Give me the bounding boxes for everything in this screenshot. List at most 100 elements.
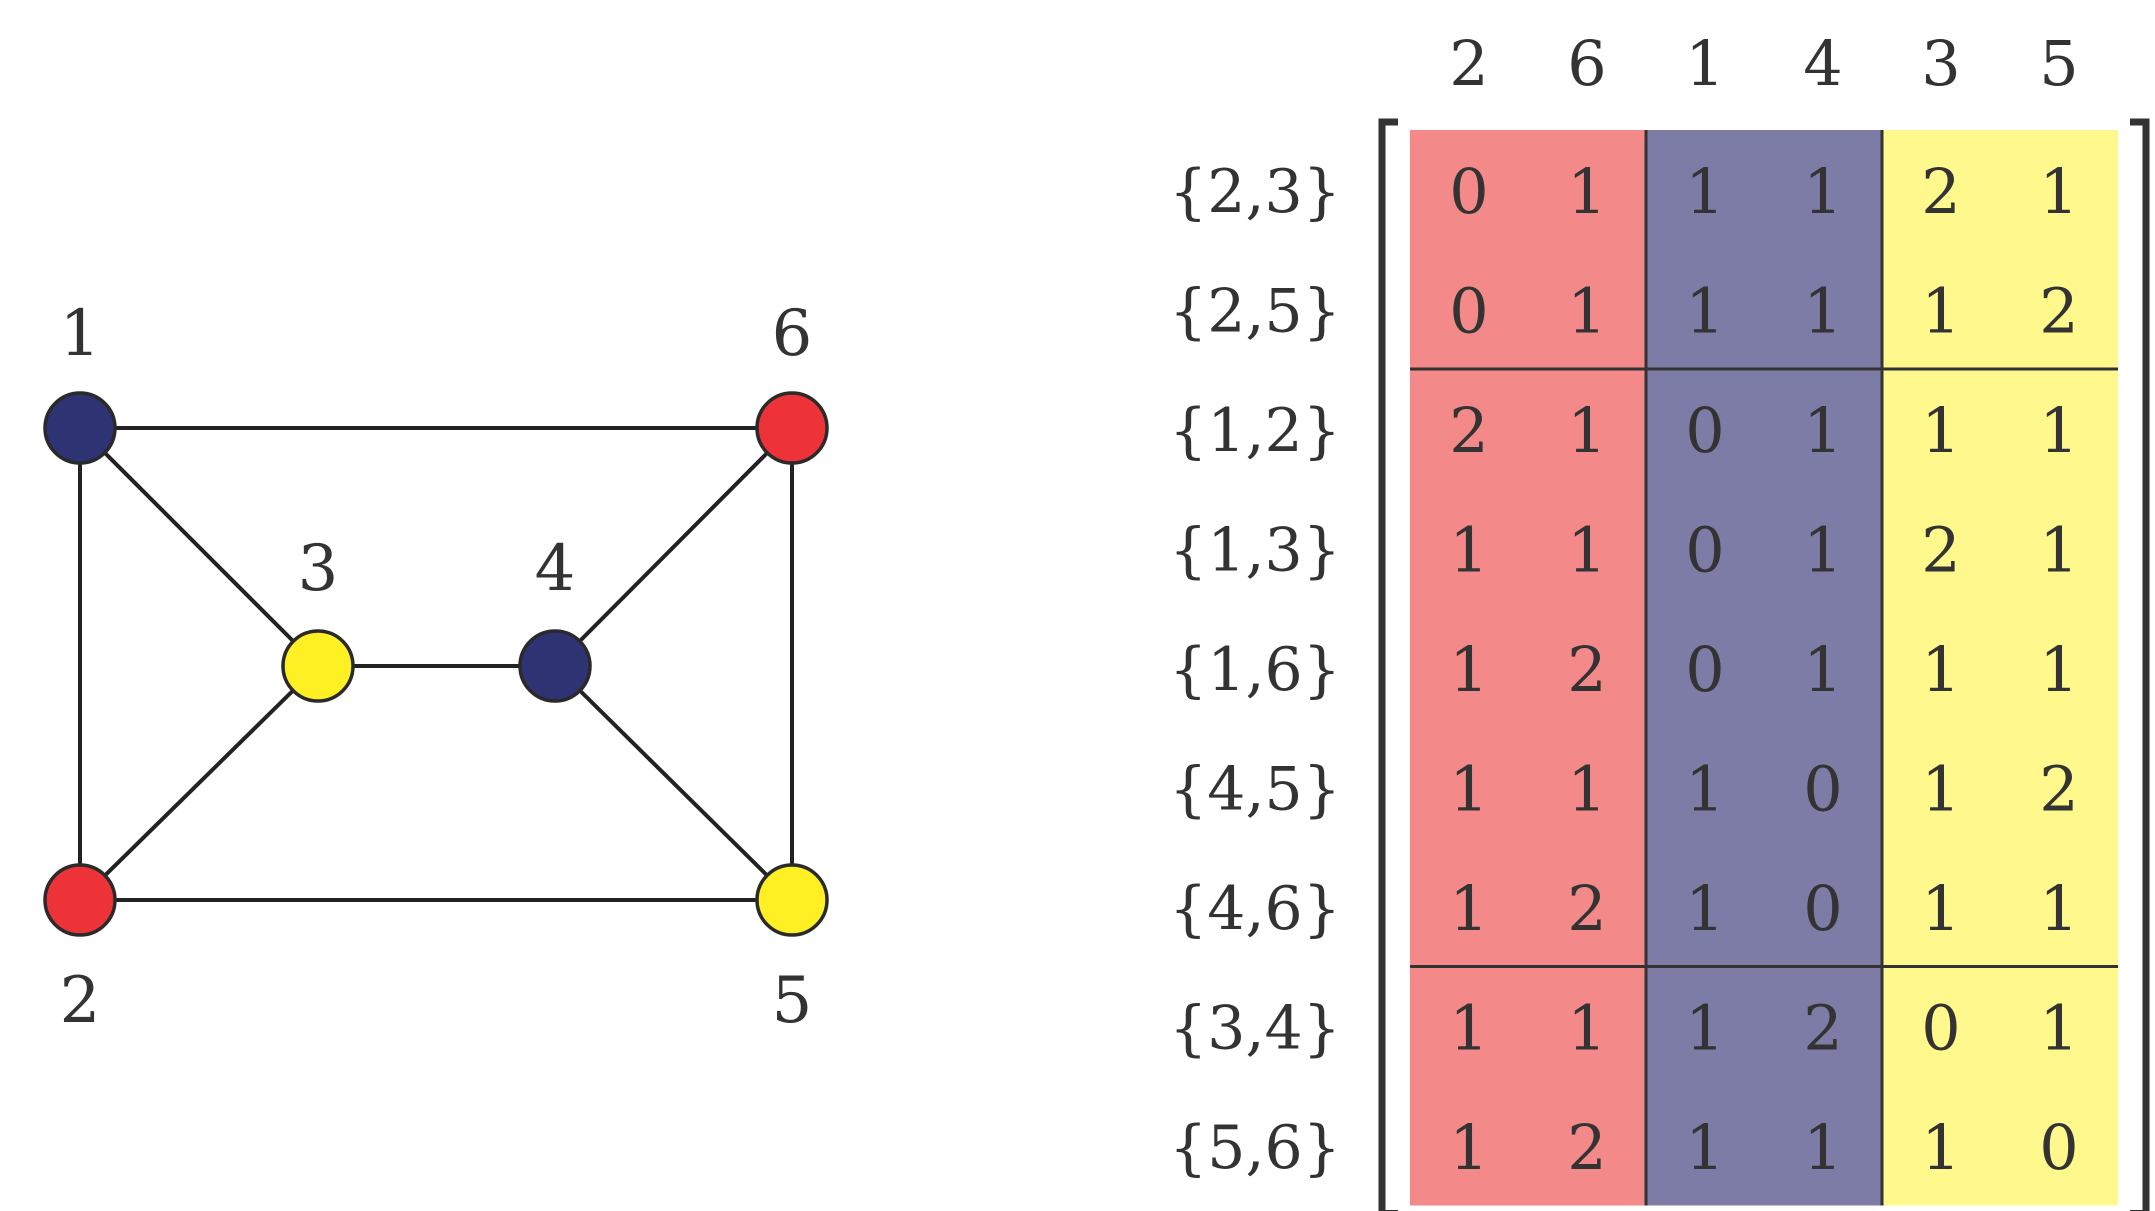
matrix-cell: 1 xyxy=(1685,274,1724,347)
matrix-cell: 0 xyxy=(1921,991,1960,1064)
matrix-cell: 1 xyxy=(1449,1111,1488,1184)
row-label: {3,4} xyxy=(1169,993,1341,1063)
matrix-cell: 1 xyxy=(2039,513,2078,586)
matrix-cell: 1 xyxy=(1921,394,1960,467)
column-band-2 xyxy=(1646,130,1882,1206)
matrix-column-bands xyxy=(1410,130,2118,1206)
column-label-3: 3 xyxy=(1921,27,1960,100)
row-label: {2,3} xyxy=(1169,157,1341,227)
matrix-cell: 2 xyxy=(1567,1111,1606,1184)
column-label-2: 2 xyxy=(1449,27,1488,100)
matrix-cell: 1 xyxy=(2039,155,2078,228)
matrix-cell: 0 xyxy=(1685,633,1724,706)
matrix-cell: 1 xyxy=(1685,872,1724,945)
matrix-cell: 1 xyxy=(1449,872,1488,945)
matrix-cell: 1 xyxy=(2039,633,2078,706)
matrix-cell: 1 xyxy=(1567,274,1606,347)
matrix-cell: 2 xyxy=(1567,633,1606,706)
matrix-cell: 1 xyxy=(1685,1111,1724,1184)
right-bracket xyxy=(2130,118,2150,1211)
node-label-3: 3 xyxy=(298,532,339,606)
edge-2-3 xyxy=(78,664,320,902)
matrix-cell: 1 xyxy=(1567,752,1606,825)
node-label-5: 5 xyxy=(772,964,813,1038)
row-label: {4,5} xyxy=(1169,754,1341,824)
matrix-cell: 1 xyxy=(1803,274,1842,347)
node-label-4: 4 xyxy=(535,532,576,606)
edge-1-3 xyxy=(78,426,320,668)
matrix-cell: 1 xyxy=(1449,752,1488,825)
edge-4-6 xyxy=(553,426,794,668)
matrix-cell: 2 xyxy=(1803,991,1842,1064)
matrix-cell: 1 xyxy=(1685,752,1724,825)
matrix-cell: 1 xyxy=(1567,155,1606,228)
matrix-cell: 1 xyxy=(1449,513,1488,586)
matrix-cell: 2 xyxy=(1921,513,1960,586)
matrix-column-labels: 2 6 1 4 3 5 xyxy=(1449,27,2078,100)
matrix-cell: 0 xyxy=(1685,513,1724,586)
column-label-1: 1 xyxy=(1685,27,1724,100)
node-4 xyxy=(518,629,592,703)
matrix-cell: 0 xyxy=(1685,394,1724,467)
matrix-cell: 1 xyxy=(1803,394,1842,467)
matrix-panel: 2 6 1 4 3 5 {2,3} {2,5} {1,2} {1,3} {1,6} {4,5} {4,… xyxy=(1169,27,2150,1211)
matrix-brackets xyxy=(1378,118,2150,1211)
column-band-1 xyxy=(1410,130,1646,1206)
matrix-cell: 0 xyxy=(1449,155,1488,228)
matrix-cell: 1 xyxy=(1803,513,1842,586)
node-label-2: 2 xyxy=(60,964,101,1038)
graph-nodes: 1 2 3 4 5 6 xyxy=(43,297,829,1038)
row-label: {1,2} xyxy=(1169,396,1341,466)
matrix-cell: 1 xyxy=(1803,633,1842,706)
matrix-cell: 1 xyxy=(1921,752,1960,825)
matrix-cell: 0 xyxy=(1803,872,1842,945)
row-label: {2,5} xyxy=(1169,276,1341,346)
matrix-cell: 1 xyxy=(1921,274,1960,347)
node-2 xyxy=(43,863,117,937)
matrix-cell: 1 xyxy=(1921,872,1960,945)
matrix-cell: 1 xyxy=(1449,991,1488,1064)
node-3 xyxy=(281,629,355,703)
graph-panel: 1 2 3 4 5 6 xyxy=(43,297,829,1038)
matrix-cell: 0 xyxy=(2039,1111,2078,1184)
matrix-cell: 2 xyxy=(2039,752,2078,825)
column-band-3 xyxy=(1882,130,2118,1206)
matrix-cell: 1 xyxy=(2039,872,2078,945)
column-label-5: 5 xyxy=(2039,27,2078,100)
node-label-1: 1 xyxy=(60,297,101,371)
matrix-cell: 1 xyxy=(1921,1111,1960,1184)
matrix-cell: 1 xyxy=(1685,155,1724,228)
matrix-cell: 2 xyxy=(1921,155,1960,228)
row-label: {5,6} xyxy=(1169,1113,1341,1183)
left-bracket xyxy=(1378,118,1398,1211)
matrix-cell: 1 xyxy=(1921,633,1960,706)
node-1 xyxy=(43,391,117,465)
graph-edges xyxy=(78,426,794,902)
matrix-cell: 0 xyxy=(1803,752,1842,825)
matrix-cell: 1 xyxy=(1449,633,1488,706)
matrix-cell: 2 xyxy=(1449,394,1488,467)
matrix-cell: 1 xyxy=(2039,394,2078,467)
matrix-cell: 1 xyxy=(2039,991,2078,1064)
matrix-cell: 2 xyxy=(1567,872,1606,945)
matrix-cell: 1 xyxy=(1567,513,1606,586)
matrix-cell: 1 xyxy=(1567,394,1606,467)
row-label: {1,3} xyxy=(1169,515,1341,585)
node-5 xyxy=(755,863,829,937)
column-label-4: 4 xyxy=(1803,27,1842,100)
row-label: {4,6} xyxy=(1169,874,1341,944)
matrix-row-labels: {2,3} {2,5} {1,2} {1,3} {1,6} {4,5} {4,6} {3,4}… xyxy=(1169,157,1341,1183)
matrix-cells: 0 1 1 1 2 1 0 1 1 1 1 2 2 1 0 1 1 1 1 1 0 1 2 1 1 2 0 1 1 1 1 1 1 0 1 2 1 2 1 0… xyxy=(1449,155,2078,1184)
column-label-6: 6 xyxy=(1567,27,1606,100)
matrix-cell: 1 xyxy=(1685,991,1724,1064)
matrix-cell: 1 xyxy=(1803,155,1842,228)
matrix-cell: 0 xyxy=(1449,274,1488,347)
matrix-cell: 2 xyxy=(2039,274,2078,347)
node-label-6: 6 xyxy=(772,297,813,371)
edge-4-5 xyxy=(553,664,794,902)
row-label: {1,6} xyxy=(1169,635,1341,705)
node-6 xyxy=(755,391,829,465)
matrix-cell: 1 xyxy=(1567,991,1606,1064)
matrix-grid-lines xyxy=(1410,130,2118,1206)
